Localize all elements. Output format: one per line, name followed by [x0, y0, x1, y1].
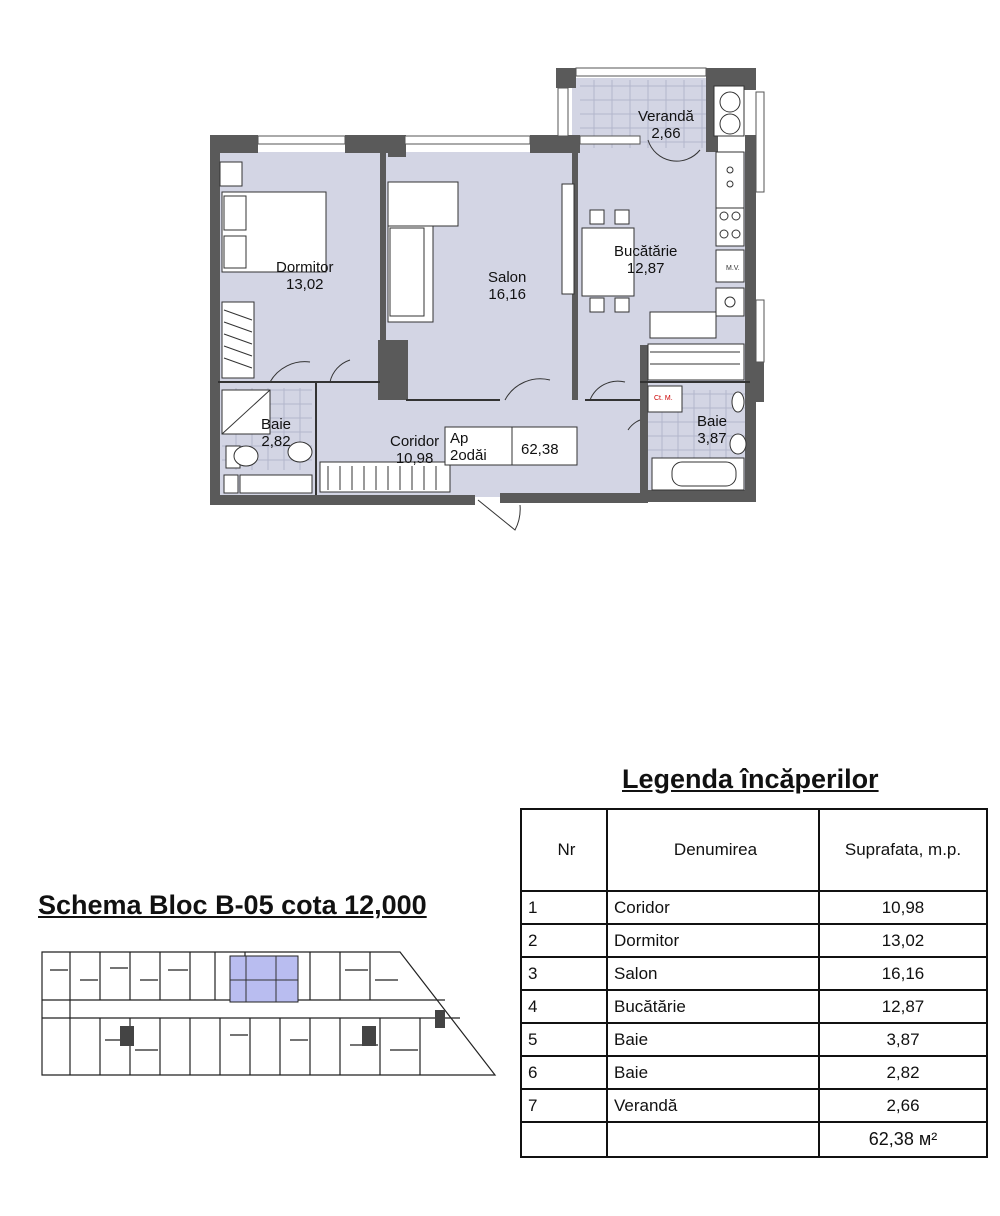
row-area: 3,87	[818, 1022, 988, 1057]
row-name: Baie	[606, 1022, 820, 1057]
row-name: Baie	[606, 1055, 820, 1090]
row-name: Coridor	[606, 890, 820, 925]
legend-title: Legenda încăperilor	[622, 764, 879, 794]
walls	[210, 68, 764, 505]
table-row: 7 Verandă 2,66	[520, 1088, 988, 1123]
row-area: 12,87	[818, 989, 988, 1024]
kitchen-units	[649, 85, 745, 339]
doors	[269, 139, 701, 531]
header-area: Suprafata, m.p.	[818, 808, 988, 892]
row-name: Salon	[606, 956, 820, 991]
apartment-box	[444, 426, 578, 466]
windows	[257, 67, 765, 363]
row-nr: 6	[520, 1055, 608, 1090]
table-row: 1 Coridor 10,98	[520, 890, 988, 925]
storage	[647, 343, 745, 413]
row-name: Verandă	[606, 1088, 820, 1123]
row-nr: 7	[520, 1088, 608, 1123]
apartment-total: 62,38	[521, 441, 559, 458]
bath-fixtures	[221, 389, 747, 494]
row-nr: 3	[520, 956, 608, 991]
row-area: 10,98	[818, 890, 988, 925]
bed	[219, 161, 327, 273]
row-nr: 4	[520, 989, 608, 1024]
table-row: 6 Baie 2,82	[520, 1055, 988, 1090]
schema-title: Schema Bloc B-05 cota 12,000	[38, 890, 427, 920]
row-area: 13,02	[818, 923, 988, 958]
row-area: 16,16	[818, 956, 988, 991]
header-name: Denumirea	[606, 808, 820, 892]
table-row: 3 Salon 16,16	[520, 956, 988, 991]
row-area: 2,82	[818, 1055, 988, 1090]
table-row: 5 Baie 3,87	[520, 1022, 988, 1057]
dining-table	[581, 209, 635, 313]
row-name: Bucătărie	[606, 989, 820, 1024]
row-nr: 1	[520, 890, 608, 925]
header-nr: Nr	[520, 808, 608, 892]
legend-header-row: Nr Denumirea Suprafata, m.p.	[520, 808, 988, 892]
total-area: 62,38 м²	[818, 1121, 988, 1158]
table-row: 2 Dormitor 13,02	[520, 923, 988, 958]
row-name: Dormitor	[606, 923, 820, 958]
wardrobe	[221, 301, 451, 493]
total-row: 62,38 м²	[520, 1121, 988, 1158]
partitions	[218, 381, 750, 495]
legend-table: Nr Denumirea Suprafata, m.p. 1 Coridor 1…	[520, 808, 988, 1158]
vent-label: M.V.	[726, 265, 740, 272]
row-nr: 5	[520, 1022, 608, 1057]
block-schema	[41, 951, 497, 1076]
floor-plan-drawing: M.V. Ct. M.	[210, 67, 765, 531]
row-area: 2,66	[818, 1088, 988, 1123]
apartment-highlight	[229, 955, 299, 1003]
table-row: 4 Bucătărie 12,87	[520, 989, 988, 1024]
sofa	[387, 181, 575, 323]
meter-label: Ct. M.	[654, 395, 673, 402]
row-nr: 2	[520, 923, 608, 958]
